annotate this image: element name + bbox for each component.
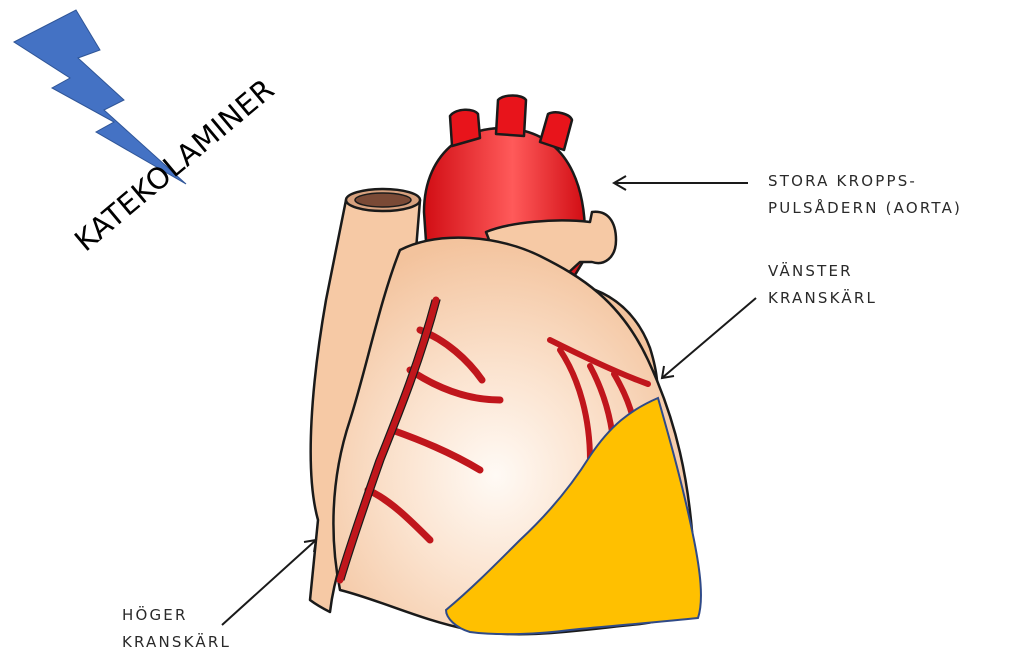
aorta-label-line2: PULSÅDERN (AORTA)	[768, 195, 962, 222]
right-coronary-label: HÖGER KRANSKÄRL	[122, 602, 231, 656]
right-coronary-label-line2: KRANSKÄRL	[122, 629, 231, 656]
arrow-to-right-coronary	[222, 540, 316, 625]
arrow-to-left-coronary	[662, 298, 756, 378]
left-coronary-label-line2: KRANSKÄRL	[768, 285, 877, 312]
aorta-branch	[540, 112, 572, 150]
left-coronary-label-line1: VÄNSTER	[768, 258, 877, 285]
aorta-label: STORA KROPPS- PULSÅDERN (AORTA)	[768, 168, 962, 222]
right-coronary-label-line1: HÖGER	[122, 602, 231, 629]
left-coronary-label: VÄNSTER KRANSKÄRL	[768, 258, 877, 312]
aorta-branch	[496, 96, 526, 137]
aorta-label-line1: STORA KROPPS-	[768, 168, 962, 195]
aorta-branch	[450, 110, 480, 146]
